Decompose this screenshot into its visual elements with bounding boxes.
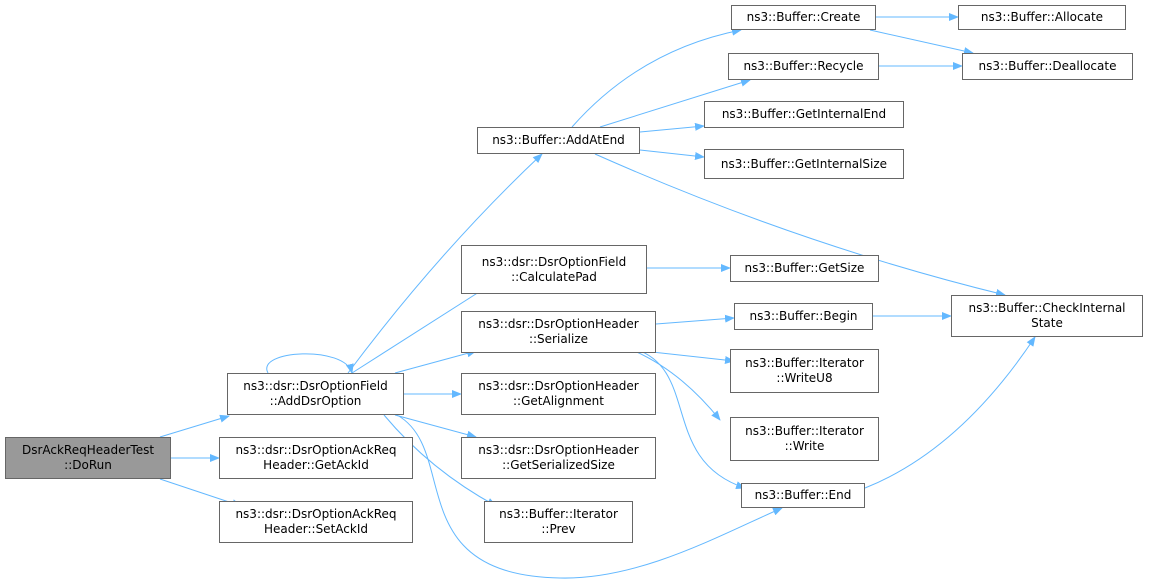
node-calculate-pad[interactable]: ns3::dsr::DsrOptionField::CalculatePad	[461, 245, 647, 294]
edge-root-to-addDsrOption	[159, 414, 230, 438]
node-option-header-serialize[interactable]: ns3::dsr::DsrOptionHeader::Serialize	[461, 311, 656, 353]
edge-serialize-to-write	[629, 348, 721, 421]
node-iterator-write-u8[interactable]: ns3::Buffer::Iterator::WriteU8	[730, 349, 879, 393]
node-buffer-end[interactable]: ns3::Buffer::End	[741, 483, 865, 508]
edge-addDsrOption-to-calculatePad	[351, 284, 491, 374]
edge-addAtEnd-to-getInternalSize	[639, 149, 705, 160]
edge-serialize-to-begin	[655, 314, 735, 325]
node-buffer-add-at-end[interactable]: ns3::Buffer::AddAtEnd	[477, 127, 640, 154]
node-buffer-deallocate[interactable]: ns3::Buffer::Deallocate	[962, 53, 1133, 80]
node-option-header-get-alignment[interactable]: ns3::dsr::DsrOptionHeader::GetAlignment	[461, 373, 656, 415]
node-buffer-create[interactable]: ns3::Buffer::Create	[731, 5, 876, 30]
edge-create-to-deallocate	[869, 29, 974, 55]
node-buffer-recycle[interactable]: ns3::Buffer::Recycle	[728, 53, 879, 80]
edge-addAtEnd-to-recycle	[599, 78, 751, 128]
edge-addDsrOption-to-serialize	[394, 349, 477, 374]
edge-addDsrOption-to-addAtEnd	[347, 153, 543, 374]
node-buffer-begin[interactable]: ns3::Buffer::Begin	[734, 303, 873, 330]
node-add-dsr-option[interactable]: ns3::dsr::DsrOptionField::AddDsrOption	[227, 373, 404, 415]
edge-addDsrOption-to-iterPrev	[383, 414, 497, 507]
node-buffer-allocate[interactable]: ns3::Buffer::Allocate	[958, 5, 1126, 30]
edge-serialize-to-end	[634, 348, 746, 489]
edge-addDsrOption-to-end	[396, 414, 783, 579]
node-iterator-prev[interactable]: ns3::Buffer::Iterator::Prev	[484, 501, 633, 543]
node-buffer-get-internal-size[interactable]: ns3::Buffer::GetInternalSize	[704, 149, 904, 179]
node-buffer-get-size[interactable]: ns3::Buffer::GetSize	[730, 255, 879, 282]
edge-addAtEnd-to-checkInternalState	[594, 153, 1006, 297]
node-dsr-ack-req-header-test-do-run: DsrAckReqHeaderTest::DoRun	[5, 437, 171, 479]
node-option-header-get-serialized-size[interactable]: ns3::dsr::DsrOptionHeader::GetSerialized…	[461, 437, 656, 479]
edge-addAtEnd-to-create	[571, 27, 742, 128]
edge-addDsrOption-to-addDsrOption	[266, 353, 354, 374]
edge-end-to-checkInternalState	[864, 336, 1036, 489]
edge-addAtEnd-to-getInternalEnd	[639, 122, 705, 133]
node-buffer-get-internal-end[interactable]: ns3::Buffer::GetInternalEnd	[704, 101, 904, 128]
edge-addDsrOption-to-getSerializedSize	[394, 414, 477, 439]
node-iterator-write[interactable]: ns3::Buffer::Iterator::Write	[730, 417, 879, 461]
